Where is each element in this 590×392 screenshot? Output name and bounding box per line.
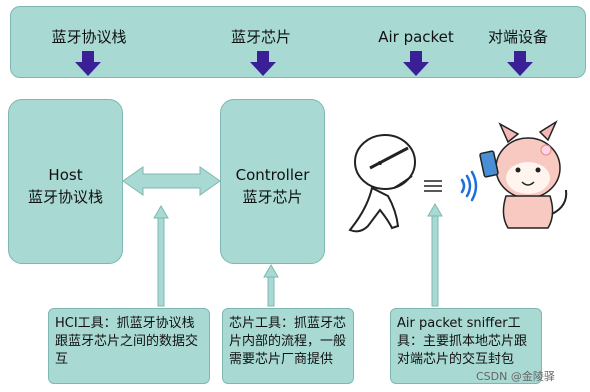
top-bar: 蓝牙协议栈 蓝牙芯片 Air packet 对端设备 (10, 6, 586, 78)
signal-lines-icon (424, 180, 442, 192)
host-subtitle: 蓝牙协议栈 (27, 188, 103, 206)
top-label-chip: 蓝牙芯片 (230, 28, 292, 46)
note-chip-tool: 芯片工具：抓蓝牙芯片内部的流程，一般需要芯片厂商提供 (222, 308, 354, 384)
host-title: Host (48, 166, 83, 184)
note-air-packet-sniffer: Air packet sniffer工具：主要抓本地芯片跟对端芯片的交互封包 (390, 308, 542, 384)
sniffer-character-icon (348, 134, 416, 233)
top-label-air-packet: Air packet (378, 28, 454, 46)
top-label-peer-device: 对端设备 (487, 28, 549, 46)
controller-title: Controller (235, 166, 310, 184)
controller-box: Controller 蓝牙芯片 (220, 99, 325, 264)
note-hci-tool: HCI工具：抓蓝牙协议栈跟蓝牙芯片之间的数据交互 (48, 308, 210, 384)
top-label-protocol-stack: 蓝牙协议栈 (51, 28, 127, 46)
watermark: CSDN @金陵驿 (476, 370, 555, 383)
wireless-waves-icon (460, 170, 478, 202)
up-arrow-sniffer-icon (427, 203, 443, 307)
up-arrow-hci-icon (153, 205, 169, 307)
host-box: Host 蓝牙协议栈 (8, 99, 123, 264)
controller-subtitle: 蓝牙芯片 (242, 188, 303, 206)
double-arrow-icon (122, 166, 221, 196)
cat-with-phone-icon (479, 120, 568, 229)
up-arrow-chip-icon (263, 264, 279, 307)
